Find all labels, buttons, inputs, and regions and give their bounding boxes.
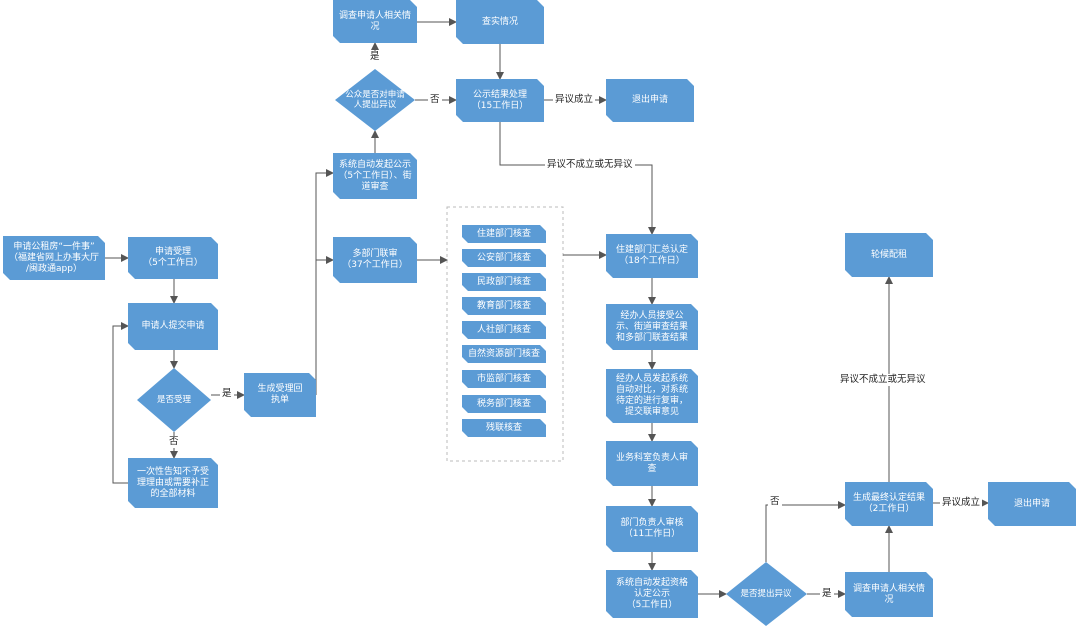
edge-notify-submit xyxy=(112,322,129,484)
edge-label-no-final: 否 xyxy=(768,496,782,508)
department-check-item: 残联核查 xyxy=(462,419,546,437)
node-exit-top: 退出申请 xyxy=(606,79,694,122)
node-receipt: 生成受理回 执单 xyxy=(244,373,316,417)
node-investigate-bottom: 调查申请人相关情 况 xyxy=(845,572,933,617)
edge-label-not-upheld-top: 异议不成立或无异议 xyxy=(545,159,635,171)
node-notify-reject: 一次性告知不予受 理理由或需要补正 的全部材料 xyxy=(128,458,218,508)
node-final-result: 生成最终认定结果 （2工作日） xyxy=(845,482,933,526)
edge-result-summary xyxy=(499,122,656,235)
node-verify: 查实情况 xyxy=(456,0,544,44)
edge-label-yes-bottom: 是 xyxy=(820,588,834,600)
department-check-item: 人社部门核查 xyxy=(462,321,546,339)
department-check-item: 公安部门核查 xyxy=(462,249,546,267)
edge-label-yes-receipt: 是 xyxy=(220,388,234,400)
edge-label-not-upheld-bottom: 异议不成立或无异议 xyxy=(838,374,928,386)
node-submit: 申请人提交申请 xyxy=(128,303,218,350)
label-decide-accept: 是否受理 xyxy=(156,395,191,405)
department-check-item: 税务部门核查 xyxy=(462,395,546,413)
edge-label-no-notify: 否 xyxy=(167,436,181,448)
node-section-chief: 业务科室负责人审 查 xyxy=(606,441,698,486)
edge-label-no-result: 否 xyxy=(428,94,442,106)
node-staff-accept: 经办人员接受公 示、街道审查结果 和多部门联查结果 xyxy=(606,304,698,350)
node-apply-entry: 申请公租房“一件事” （福建省网上办事大厅 /闽政通app） xyxy=(3,236,105,280)
node-housing-summary: 住建部门汇总认定 （18个工作日） xyxy=(606,234,698,278)
node-accept: 申请受理 （5个工作日） xyxy=(128,237,218,279)
node-investigate-top: 调查申请人相关情 况 xyxy=(333,0,417,43)
department-check-item: 民政部门核查 xyxy=(462,273,546,291)
node-rotation: 轮候配租 xyxy=(845,233,933,277)
edge-label-upheld-top: 异议成立 xyxy=(553,94,596,106)
department-check-item: 市监部门核查 xyxy=(462,370,546,388)
department-group-box xyxy=(446,206,564,462)
node-exit-bottom: 退出申请 xyxy=(988,482,1076,526)
label-public-objection: 公众是否对申请 人提出异议 xyxy=(345,90,405,110)
edge-decide-final xyxy=(765,501,846,562)
edge-receipt-public xyxy=(315,169,334,395)
department-check-item: 教育部门核查 xyxy=(462,297,546,315)
diamond-decide-accept xyxy=(137,368,211,432)
node-staff-compare: 经办人员发起系统 自动对比，对系统 待定的进行复审， 提交联审意见 xyxy=(606,369,698,423)
node-multi-review: 多部门联审 （37个工作日） xyxy=(333,237,417,283)
label-decide-objection: 是否提出异议 xyxy=(740,589,792,599)
node-dept-head: 部门负责人审核 （11工作日） xyxy=(606,506,698,552)
node-auto-qual-public: 系统自动发起资格 认定公示 （5工作日） xyxy=(606,570,698,618)
edge-label-yes-investigate: 是 xyxy=(368,51,382,63)
department-check-item: 住建部门核查 xyxy=(462,225,546,243)
department-check-item: 自然资源部门核查 xyxy=(462,345,546,363)
diamond-decide-objection xyxy=(726,562,807,626)
edge-label-upheld-bottom: 异议成立 xyxy=(940,497,983,509)
node-auto-public: 系统自动发起公示 （5个工作日）、街 道审查 xyxy=(333,153,417,199)
node-public-result: 公示结果处理 （15工作日） xyxy=(456,79,544,122)
diamond-public-objection xyxy=(335,69,415,131)
